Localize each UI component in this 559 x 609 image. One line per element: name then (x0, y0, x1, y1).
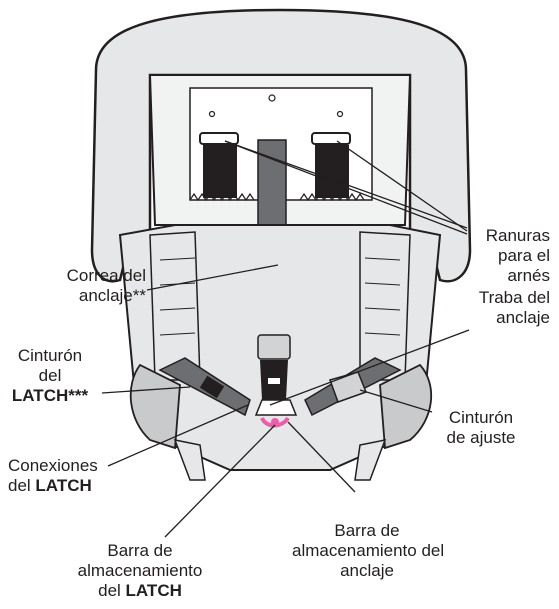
label-harness-slots-line-3: arnés (450, 266, 550, 286)
label-latch-connectors-bold: LATCH (35, 476, 91, 495)
label-latch-storage-bar-line-2: almacenamiento (70, 561, 210, 581)
label-tether-lock-line-1: Traba del (440, 288, 550, 308)
label-latch-storage-bar-line-3: del LATCH (70, 581, 210, 601)
label-tether-strap-line-1: Correa del (20, 266, 146, 286)
label-latch-connectors: Conexiones del LATCH (8, 456, 118, 496)
label-latch-storage-bar-line-1: Barra de (70, 541, 210, 561)
label-latch-belt-line-2: del (2, 366, 98, 386)
base-foot-right (355, 440, 385, 480)
label-harness-slots: Ranuras para el arnés (450, 226, 550, 286)
label-tether-storage-bar-line-3: anclaje (292, 561, 442, 581)
label-tether-storage-bar-line-1: Barra de (292, 521, 442, 541)
harness-strap-right (315, 145, 349, 198)
label-latch-connectors-line-2: del LATCH (8, 476, 118, 496)
harness-slot-left (200, 133, 238, 144)
label-latch-connectors-line-1: Conexiones (8, 456, 118, 476)
label-harness-slots-line-1: Ranuras (450, 226, 550, 246)
harness-slot-right (312, 133, 350, 144)
label-latch-connectors-prefix: del (8, 476, 35, 495)
label-harness-slots-line-2: para el (450, 246, 550, 266)
label-latch-belt-line-3: LATCH*** (2, 386, 98, 406)
label-latch-storage-bar-prefix: del (98, 581, 125, 600)
label-latch-belt-line-1: Cinturón (2, 346, 98, 366)
base-foot-left (175, 440, 205, 480)
label-tether-strap: Correa del anclaje** (20, 266, 146, 306)
label-tether-storage-bar: Barra de almacenamiento del anclaje (292, 521, 442, 581)
label-adjust-belt: Cinturón de ajuste (432, 408, 530, 448)
label-latch-storage-bar: Barra de almacenamiento del LATCH (70, 541, 210, 601)
label-tether-storage-bar-line-2: almacenamiento del (292, 541, 442, 561)
chest-clip (258, 335, 290, 359)
label-tether-strap-line-2: anclaje** (20, 286, 146, 306)
label-adjust-belt-line-2: de ajuste (432, 428, 530, 448)
label-latch-belt: Cinturón del LATCH*** (2, 346, 98, 406)
label-tether-lock-line-2: anclaje (440, 308, 550, 328)
harness-strap-left (203, 145, 237, 198)
label-adjust-belt-line-1: Cinturón (432, 408, 530, 428)
label-tether-lock: Traba del anclaje (440, 288, 550, 328)
label-latch-storage-bar-bold: LATCH (126, 581, 182, 600)
